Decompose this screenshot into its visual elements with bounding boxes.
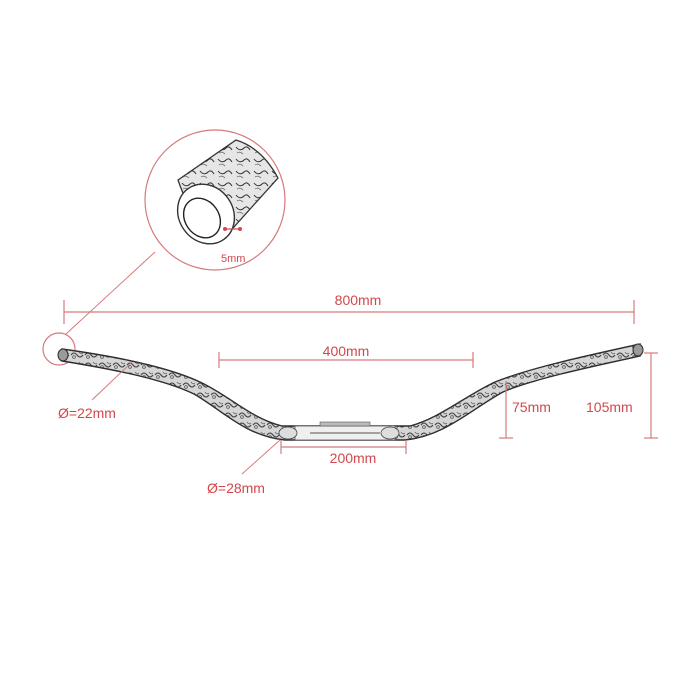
rise-inner-label: 75mm: [512, 399, 551, 415]
tube-bore: [182, 197, 222, 239]
end-diameter-label: Ø=22mm: [58, 405, 116, 421]
center-diameter-label: Ø=28mm: [207, 480, 265, 496]
left-bar-end: [57, 348, 69, 362]
handlebar: [57, 343, 644, 441]
rise-total-label: 105mm: [586, 399, 633, 415]
dimension-overall-width: [63, 300, 635, 324]
dimension-clamp-width: [280, 440, 407, 454]
inner-width-label: 400mm: [323, 343, 370, 359]
callout-leader-line: [65, 251, 156, 335]
dimension-inner-width: [218, 352, 474, 368]
right-bar-end: [632, 343, 644, 357]
dimension-rise-inner: [499, 381, 513, 439]
end-diameter-leader: [91, 361, 133, 401]
wall-thickness-label: 5mm: [221, 253, 245, 265]
end-callout-circle: [42, 332, 76, 366]
overall-width-label: 800mm: [335, 292, 382, 308]
clamp-width-label: 200mm: [330, 450, 377, 466]
center-diameter-leader: [241, 439, 281, 475]
detail-callout: 5mm: [65, 129, 286, 335]
dimension-rise-total: [644, 352, 658, 439]
